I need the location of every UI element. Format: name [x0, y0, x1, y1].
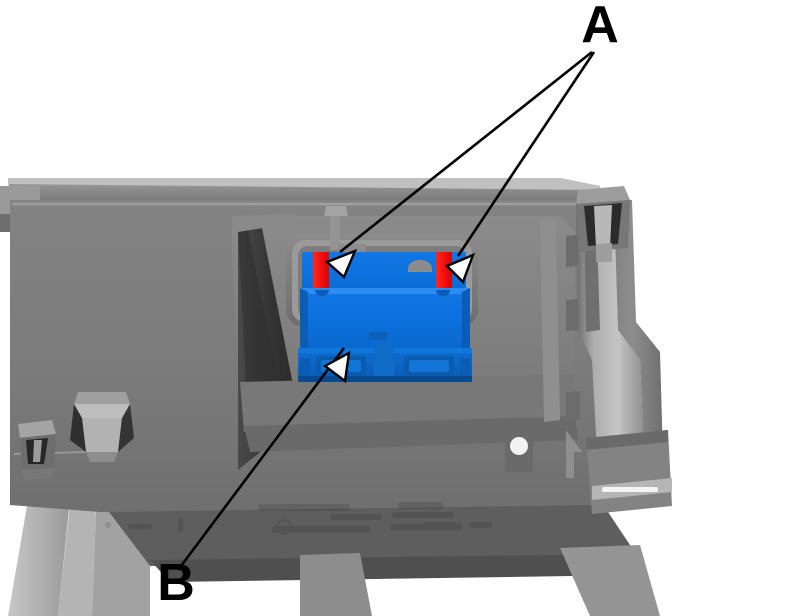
right-top-latch-tip [596, 243, 612, 262]
arrowhead-a-right [444, 252, 476, 285]
molding-mark-6 [390, 524, 462, 530]
arrowhead-b [322, 350, 351, 384]
connector-slot-right-inner [409, 360, 449, 372]
connector-bottom-edge [298, 376, 472, 382]
left-side-clip-shadow-right [118, 404, 134, 452]
housing-top-rim-highlight [8, 178, 600, 190]
molding-mark-recycle [276, 519, 292, 535]
housing-shelf-left-bevel [232, 214, 300, 232]
connector-skirt-tab-left [300, 358, 310, 376]
shelf-divider-right [540, 220, 560, 422]
molding-mark-2 [330, 514, 382, 520]
left-side-clip-band [74, 404, 130, 418]
leader-line-a1 [339, 50, 593, 254]
left-edge-clip-base [22, 468, 54, 480]
connector-body-bevel-left [300, 288, 308, 352]
left-edge-clip [18, 420, 56, 480]
connector-red-tab-left [313, 252, 329, 294]
molding-mark-7 [105, 522, 111, 528]
connector-skirt-divider [374, 344, 394, 380]
connector-skirt-tab-right [460, 358, 470, 376]
connector-body-top-highlight [300, 288, 470, 294]
left-side-clip-shadow-left [70, 404, 86, 452]
connector-main-body [300, 288, 470, 352]
arrowhead-a-left [324, 248, 358, 280]
right-top-latch [576, 186, 630, 262]
molding-mark-9 [178, 518, 183, 532]
connector-collar-slot-right [408, 260, 432, 272]
right-panel-notch-2 [566, 299, 578, 331]
right-panel-arrow-mark [566, 430, 582, 478]
housing-leg-left [8, 500, 70, 616]
housing-base-shadow [150, 554, 640, 582]
right-side-panel [566, 186, 672, 514]
connector-notch-left [315, 290, 329, 296]
callout-label-a: A [581, 0, 619, 54]
molding-mark-4 [398, 502, 444, 509]
left-side-clip-head [74, 392, 130, 404]
electrical-connector [298, 252, 472, 382]
left-side-clip-arm [82, 418, 122, 452]
molding-mark-10 [424, 522, 456, 527]
left-side-clip [70, 392, 134, 462]
housing-leg-right [560, 545, 660, 616]
molding-mark-8 [128, 524, 152, 529]
connector-notch-right [436, 290, 450, 296]
right-panel-flange-slot [602, 487, 658, 492]
molding-marks [105, 502, 492, 535]
molding-mark-11 [470, 522, 492, 528]
connector-red-tab-right [436, 252, 452, 294]
connector-center-boss [369, 332, 387, 340]
guide-rib-left-top [324, 206, 348, 216]
left-side-clip-tip [86, 452, 118, 462]
right-panel-notch-1 [566, 235, 578, 267]
connector-body-bevel-right [462, 288, 470, 352]
right-panel-outer [600, 196, 664, 500]
right-top-latch-head [576, 186, 630, 204]
housing-leg-left-inner [58, 505, 96, 616]
molding-mark-5 [392, 512, 454, 518]
right-panel-flange-top [586, 430, 668, 450]
guide-rib-left [330, 212, 340, 250]
locator-hole [510, 437, 528, 455]
housing-shelf-lower-shadow [244, 416, 578, 452]
molding-mark-1 [258, 504, 350, 511]
right-top-latch-tongue [594, 205, 612, 248]
left-edge-clip-head [18, 420, 56, 438]
leader-line-a2 [456, 51, 596, 257]
storage-compartment-housing [0, 178, 672, 616]
leader-line-b1 [176, 347, 346, 571]
molding-mark-3 [272, 526, 370, 533]
callout-leader-lines [176, 50, 596, 571]
housing-shelf-lower-lip [240, 374, 575, 432]
callout-arrowheads [322, 248, 476, 384]
right-panel-notch-3 [566, 391, 580, 421]
left-edge-clip-tongue [33, 440, 42, 462]
housing-leg-center [300, 553, 372, 616]
housing-base-slab [100, 500, 640, 566]
callout-label-b: B [157, 554, 195, 612]
